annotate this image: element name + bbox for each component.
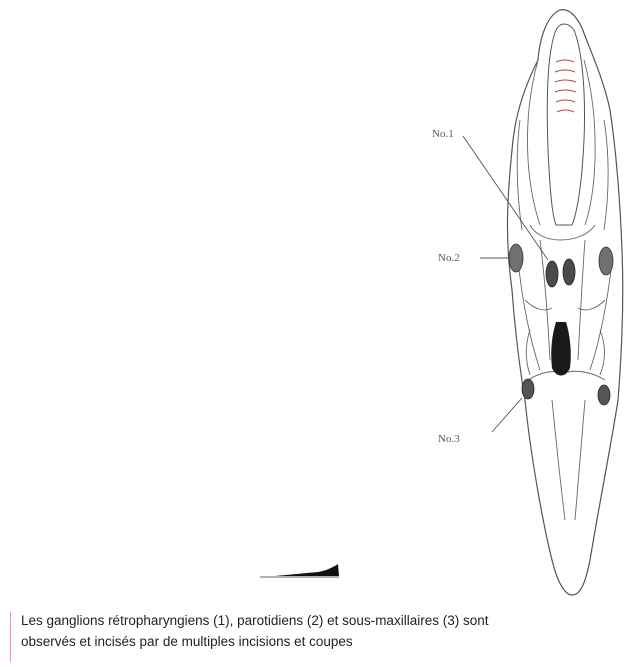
- head-outline: [507, 10, 622, 595]
- caption-line-1: Les ganglions rétropharyngiens (1), paro…: [21, 610, 636, 631]
- label-no3: No.3: [438, 433, 460, 445]
- leader-no3: [492, 398, 522, 432]
- larynx-shadow: [551, 322, 571, 376]
- ganglion-no1-left: [546, 261, 558, 287]
- ganglion-no3-right: [598, 385, 610, 405]
- ganglion-no2-right: [599, 247, 613, 275]
- label-no1: No.1: [432, 128, 454, 140]
- ganglion-no1-right: [563, 259, 575, 285]
- label-no2: No.2: [438, 252, 460, 264]
- head-anatomy-diagram: No.1 No.2 No.3: [0, 0, 643, 600]
- ganglion-no2-left: [509, 244, 523, 272]
- palate-outline: [547, 24, 584, 225]
- scan-artifact: [275, 564, 339, 576]
- palate-ridges: [555, 60, 576, 112]
- leader-no1: [463, 136, 548, 260]
- caption-line-2: observés et incisés par de multiples inc…: [21, 631, 636, 652]
- caption-marker: [10, 612, 11, 662]
- figure-caption: Les ganglions rétropharyngiens (1), paro…: [21, 610, 636, 652]
- ganglion-no3-left: [522, 379, 534, 399]
